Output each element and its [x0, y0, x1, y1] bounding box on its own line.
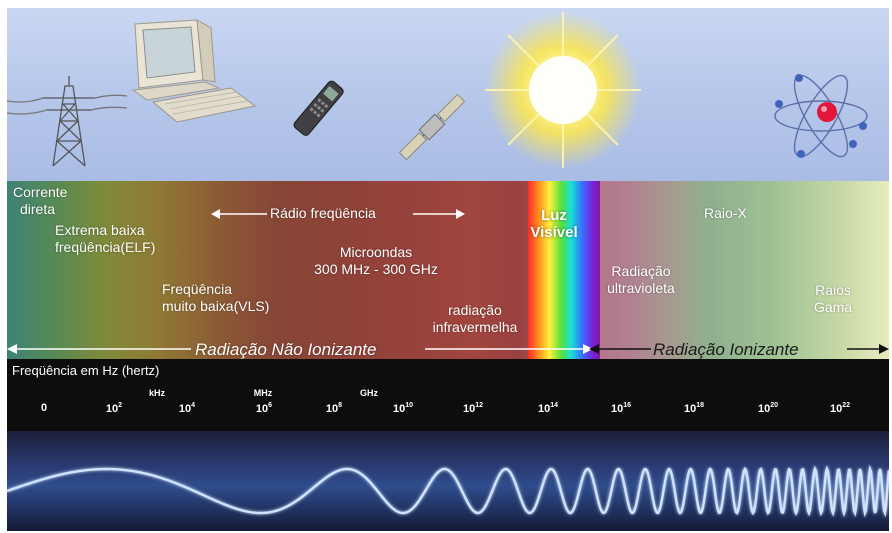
computer-icon — [131, 19, 257, 123]
ionizing-arrow-right-icon — [847, 344, 889, 354]
xray-label: Raio-X — [704, 205, 747, 221]
frequency-tick: 1018 — [683, 402, 705, 415]
visible-light-label: Luz Visível — [530, 207, 578, 241]
frequency-scale: Freqüência em Hz (hertz) kHz MHz GHz 0 102 1… — [7, 359, 889, 431]
ionizing-label: Radiação Ionizante — [653, 340, 799, 359]
frequency-tick: 104 — [178, 402, 196, 415]
vls-label: Freqüência muito baixa(VLS) — [162, 281, 270, 314]
frequency-tick: 1014 — [537, 402, 559, 415]
frequency-unit-label: kHz — [148, 388, 166, 398]
frequency-tick: 1020 — [757, 402, 779, 415]
dc-label: Corrente direta — [13, 184, 68, 217]
frequency-tick: 1022 — [829, 402, 851, 415]
non-ionizing-arrow-right-icon — [425, 344, 593, 354]
gamma-label: Raios Gama — [813, 282, 853, 315]
frequency-tick: 106 — [255, 402, 273, 415]
power-tower-icon — [7, 76, 127, 167]
radio-frequency-label: Rádio freqüência — [270, 205, 376, 221]
illustration-band — [7, 8, 889, 182]
infrared-label: radiação infravermelha — [432, 302, 518, 335]
frequency-unit-label: MHz — [253, 388, 273, 398]
non-ionizing-label: Radiação Não Ionizante — [195, 340, 377, 359]
ultraviolet-band — [600, 181, 696, 359]
frequency-tick: 1016 — [610, 402, 632, 415]
frequency-unit-label: GHz — [360, 388, 378, 398]
cell-phone-icon — [293, 80, 344, 136]
ionizing-arrow-left-icon — [589, 344, 651, 354]
frequency-tick: 102 — [105, 402, 123, 415]
elf-label: Extrema baixa freqüência(ELF) — [55, 222, 156, 255]
frequency-tick: 108 — [325, 402, 343, 415]
atom-icon — [774, 74, 868, 158]
visible-light-band — [528, 181, 600, 359]
frequency-tick: 1010 — [392, 402, 414, 415]
radio-right-arrow-icon — [413, 209, 465, 219]
radio-left-arrow-icon — [211, 209, 267, 219]
sun-icon — [485, 12, 641, 168]
spectrum-band: Corrente direta Extrema baixa freqüência… — [7, 181, 889, 359]
wave-band — [7, 431, 889, 531]
frequency-tick: 1012 — [462, 402, 484, 415]
non-ionizing-arrow-left-icon — [7, 344, 191, 354]
ultraviolet-label: Radiação ultravioleta — [607, 263, 675, 296]
satellite-icon — [398, 93, 466, 161]
wavelength-wave — [7, 464, 889, 518]
microwave-label: Microondas 300 MHz - 300 GHz — [314, 244, 438, 277]
frequency-tick: 0 — [40, 402, 48, 414]
frequency-title: Freqüência em Hz (hertz) — [12, 363, 160, 378]
